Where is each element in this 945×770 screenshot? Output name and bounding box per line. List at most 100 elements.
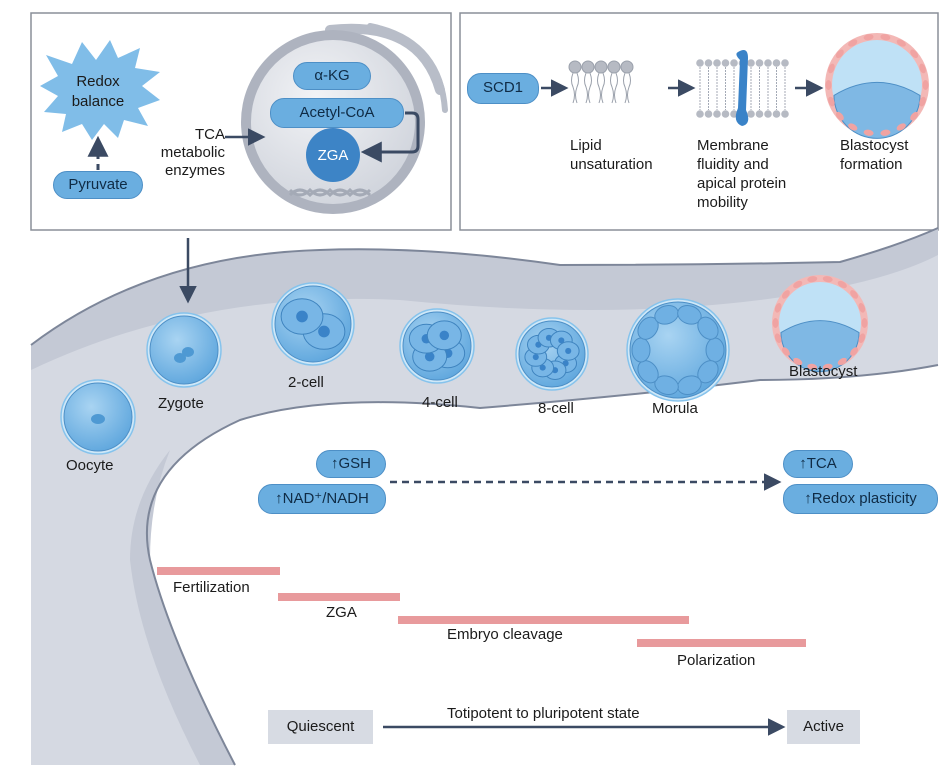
tca-label-line1: TCA: [195, 126, 225, 143]
trophectoderm-cell: [774, 302, 782, 313]
step3-line2: formation: [840, 156, 903, 173]
acetyl-to-zga-arrow: [360, 111, 420, 163]
embryo-2cell: [271, 282, 355, 366]
timeline-label-polarization: Polarization: [677, 652, 756, 669]
membrane-head-top: [747, 59, 755, 67]
stage-label-4cell: 4-cell: [422, 394, 458, 411]
trophectoderm-cell: [850, 290, 859, 299]
membrane-head-top: [755, 59, 764, 67]
timeline-label-cleavage: Embryo cleavage: [447, 626, 563, 643]
membrane-head-top: [772, 59, 781, 67]
blastomere-nucleus: [539, 364, 546, 371]
blastomere-nucleus: [439, 330, 450, 341]
lipid-tail: [601, 72, 605, 104]
trophectoderm-cell: [922, 80, 929, 90]
lipid-head: [568, 60, 582, 74]
pronucleus: [174, 353, 186, 363]
embryo-oocyte: [60, 379, 136, 455]
gsh-pill: ↑GSH: [316, 450, 386, 478]
step2-line3: apical protein: [697, 175, 787, 192]
akg-pill: α-KG: [293, 62, 371, 90]
membrane-head-bottom: [713, 110, 721, 118]
blastocyst-formation-label: Blastocyst formation: [840, 136, 908, 174]
lipid-tail: [584, 72, 588, 104]
timeline-bar-fertilization: [157, 567, 280, 575]
membrane-head-bottom: [696, 110, 704, 118]
blastocyst-formation-illustration: [825, 33, 929, 139]
embryo-morula: [626, 298, 730, 402]
membrane-head-top: [764, 59, 772, 67]
redox-plasticity-pill: ↑Redox plasticity: [783, 484, 938, 514]
blastomere-nucleus: [532, 353, 539, 361]
stage-label-morula: Morula: [652, 400, 698, 417]
morula-cell: [705, 337, 725, 363]
apical-protein: [735, 50, 749, 126]
step2-line4: mobility: [697, 194, 748, 211]
trophectoderm-cell: [848, 39, 858, 47]
step1-line1: Lipid: [570, 137, 602, 154]
membrane-head-bottom: [755, 110, 764, 118]
membrane-head-top: [704, 59, 713, 67]
stage-label-blastocyst: Blastocyst: [789, 363, 858, 380]
trophectoderm-cell: [850, 347, 859, 356]
membrane-fluidity-label: Membrane fluidity and apical protein mob…: [697, 136, 786, 212]
embryo-8cell: [515, 317, 589, 391]
membrane-head-bottom: [772, 110, 781, 118]
trophectoderm-cell: [880, 34, 891, 41]
trophectoderm-cell: [772, 318, 779, 328]
tca-pill: ↑TCA: [783, 450, 853, 478]
trophectoderm-cell: [896, 39, 906, 47]
trophectoderm-cell: [863, 34, 874, 41]
trophectoderm-cell: [781, 290, 790, 299]
scd1-pill: SCD1: [467, 73, 539, 104]
lipid-tail: [623, 72, 627, 104]
trophectoderm-cell: [919, 96, 926, 107]
trophectoderm-cell: [822, 276, 833, 283]
stage-label-oocyte: Oocyte: [66, 457, 114, 474]
trophectoderm-cell: [858, 333, 866, 344]
trophectoderm-cell: [919, 63, 926, 74]
step3-line1: Blastocyst: [840, 137, 909, 154]
morula-cell: [697, 316, 719, 340]
lipid-tail: [588, 72, 592, 104]
active-box: Active: [787, 710, 860, 744]
timeline-bar-zga: [278, 593, 400, 601]
membrane-head-top: [730, 59, 738, 67]
membrane-head-bottom: [764, 110, 772, 118]
lipid-tail: [575, 72, 579, 104]
trophectoderm-cell: [825, 80, 832, 90]
trophectoderm-cell: [828, 96, 835, 107]
nad-pill: ↑NAD⁺/NADH: [258, 484, 386, 514]
timeline-bar-embryo-cleavage: [398, 616, 689, 624]
blastomere-nucleus: [558, 337, 565, 344]
step2-line1: Membrane: [697, 137, 769, 154]
membrane-head-bottom: [721, 110, 730, 118]
trophectoderm-cell: [910, 49, 919, 59]
band-top-edge: [30, 227, 939, 346]
pronucleus: [182, 347, 194, 357]
embryo-blastocyst: [772, 275, 868, 373]
redox-label-line1: Redox: [76, 73, 120, 90]
zga-label: ZGA: [317, 147, 349, 164]
membrane-head-bottom: [747, 110, 755, 118]
lipid-tail: [597, 72, 601, 104]
tca-label-line3: enzymes: [164, 162, 225, 179]
trophectoderm-cell: [835, 49, 844, 59]
membrane-head-top: [721, 59, 730, 67]
timeline-label-zga: ZGA: [326, 604, 357, 621]
trophectoderm-cell: [807, 276, 818, 283]
lipid-tail: [614, 72, 618, 104]
quiescent-box: Quiescent: [268, 710, 373, 744]
membrane-head-top: [781, 59, 789, 67]
trophectoderm-cell: [896, 123, 906, 131]
lipid-tail: [571, 72, 575, 104]
blastomere-nucleus: [318, 325, 330, 338]
blastomere-nucleus: [565, 347, 572, 355]
zga-circle: [306, 128, 360, 182]
lipid-head: [607, 60, 621, 74]
lipid-head: [594, 60, 608, 74]
trophectoderm-cell: [807, 363, 818, 370]
redox-burst-shape: [40, 40, 160, 140]
redox-balance-label: Redox balance: [66, 72, 130, 112]
